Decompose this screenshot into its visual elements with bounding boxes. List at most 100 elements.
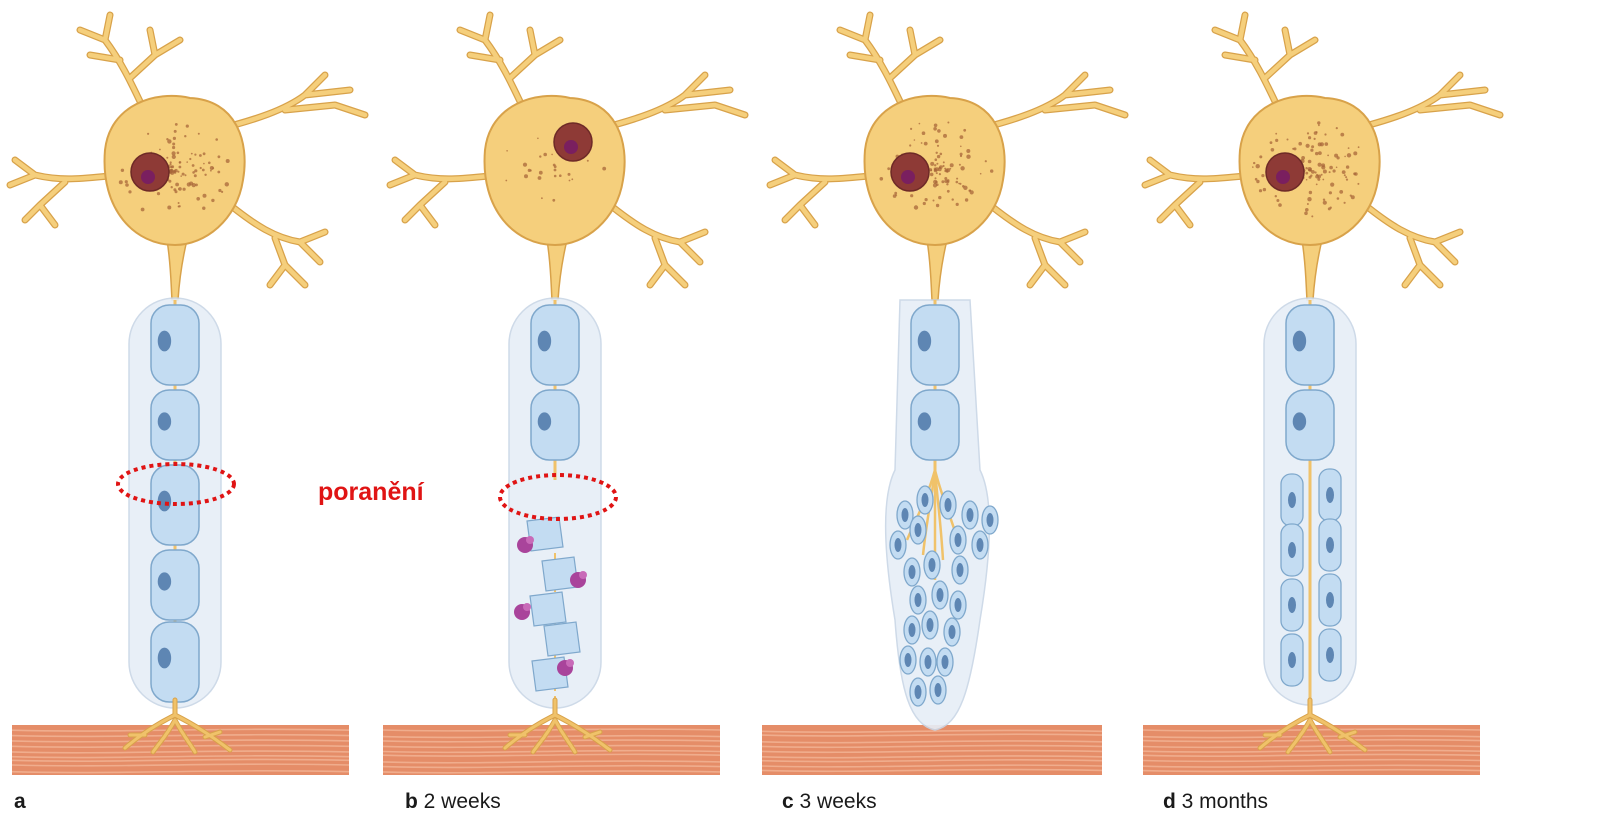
schwann-cell xyxy=(1286,305,1334,385)
nissl-granule xyxy=(125,183,129,187)
schwann-nucleus xyxy=(1326,537,1334,553)
nissl-granule xyxy=(1354,172,1358,176)
nissl-granule xyxy=(942,165,944,167)
schwann-nucleus xyxy=(158,648,171,669)
nissl-granule xyxy=(1307,197,1311,201)
nissl-granule xyxy=(1346,179,1348,181)
nissl-granule xyxy=(226,159,230,163)
nissl-granule xyxy=(1339,190,1343,194)
schwann-nucleus xyxy=(942,655,949,669)
nissl-granule xyxy=(538,176,542,180)
nissl-granule xyxy=(1318,124,1320,126)
nissl-granule xyxy=(171,186,173,188)
injury-label: poranění xyxy=(318,478,424,507)
nissl-granule xyxy=(1344,202,1346,204)
nissl-granule xyxy=(887,167,890,170)
nissl-granule xyxy=(1323,199,1325,201)
nissl-granule xyxy=(910,128,912,130)
nissl-granule xyxy=(959,164,961,166)
nissl-granule xyxy=(936,152,938,154)
nissl-granule xyxy=(1308,136,1311,139)
schwann-nucleus xyxy=(957,563,964,577)
nissl-granule xyxy=(217,171,220,174)
nissl-granule xyxy=(551,154,553,156)
nissl-granule xyxy=(1307,132,1309,134)
nissl-granule xyxy=(159,149,161,151)
nissl-granule xyxy=(963,129,966,132)
nissl-granule xyxy=(952,198,954,200)
caption-c-label: 3 weeks xyxy=(800,790,877,813)
nissl-granule xyxy=(203,163,205,165)
nissl-granule xyxy=(1337,156,1340,159)
caption-d-letter: d xyxy=(1163,790,1176,813)
nissl-granule xyxy=(933,183,937,187)
nissl-granule xyxy=(1316,131,1318,133)
nissl-granule xyxy=(937,145,939,147)
nissl-granule xyxy=(177,152,180,155)
nissl-granule xyxy=(198,133,200,135)
nissl-granule xyxy=(935,139,939,143)
nissl-granule xyxy=(956,203,959,206)
nissl-granule xyxy=(922,131,926,135)
nissl-granule xyxy=(1263,188,1266,191)
nissl-granule xyxy=(178,205,180,207)
nissl-granule xyxy=(1309,191,1312,194)
nissl-granule xyxy=(194,174,197,177)
schwann-nucleus xyxy=(1288,597,1296,613)
nissl-granule xyxy=(202,207,205,210)
nissl-granule xyxy=(554,165,557,168)
nissl-granule xyxy=(204,174,206,176)
schwann-cell xyxy=(911,305,959,385)
nissl-granule xyxy=(930,162,934,166)
nissl-granule xyxy=(552,199,555,202)
nissl-granule xyxy=(166,157,168,159)
nissl-granule xyxy=(910,194,913,197)
nissl-granule xyxy=(528,169,531,172)
nissl-granule xyxy=(960,135,964,139)
nissl-granule xyxy=(1325,142,1329,146)
nissl-granule xyxy=(944,168,946,170)
schwann-nucleus xyxy=(929,558,936,572)
nissl-granule xyxy=(941,180,944,183)
nissl-granule xyxy=(925,198,928,201)
macrophage-process xyxy=(579,571,587,579)
nissl-granule xyxy=(950,163,954,167)
macrophage-process xyxy=(566,659,574,667)
dendrite xyxy=(595,75,745,130)
schwann-nucleus xyxy=(909,623,916,637)
nissl-granule xyxy=(936,172,938,174)
nissl-granule xyxy=(218,155,221,158)
nissl-granule xyxy=(184,135,186,137)
schwann-cell xyxy=(531,305,579,385)
nissl-granule xyxy=(1328,207,1331,210)
nissl-granule xyxy=(1346,165,1349,168)
nissl-granule xyxy=(943,161,945,163)
nissl-granule xyxy=(172,151,176,155)
nissl-granule xyxy=(1323,201,1327,205)
nissl-granule xyxy=(1287,139,1289,141)
schwann-cell xyxy=(151,305,199,385)
nissl-granule xyxy=(186,161,188,163)
nissl-granule xyxy=(199,154,202,157)
schwann-nucleus xyxy=(1326,647,1334,663)
nissl-granule xyxy=(1298,142,1302,146)
nissl-granule xyxy=(936,163,938,165)
nissl-granule xyxy=(1310,168,1312,170)
nissl-granule xyxy=(1310,149,1313,152)
nissl-granule xyxy=(183,188,186,191)
schwann-nucleus xyxy=(1288,492,1296,508)
nissl-granule xyxy=(505,180,507,182)
nissl-granule xyxy=(189,158,191,160)
nucleolus xyxy=(1276,170,1290,184)
nissl-granule xyxy=(524,174,528,178)
nissl-granule xyxy=(1336,167,1338,169)
nissl-granule xyxy=(946,171,948,173)
dendrite xyxy=(975,75,1125,130)
nissl-granule xyxy=(1329,191,1332,194)
schwann-nucleus xyxy=(1288,542,1296,558)
nissl-granule xyxy=(1323,170,1327,174)
nissl-granule xyxy=(1311,170,1315,174)
nissl-granule xyxy=(934,164,936,166)
schwann-nucleus xyxy=(955,598,962,612)
